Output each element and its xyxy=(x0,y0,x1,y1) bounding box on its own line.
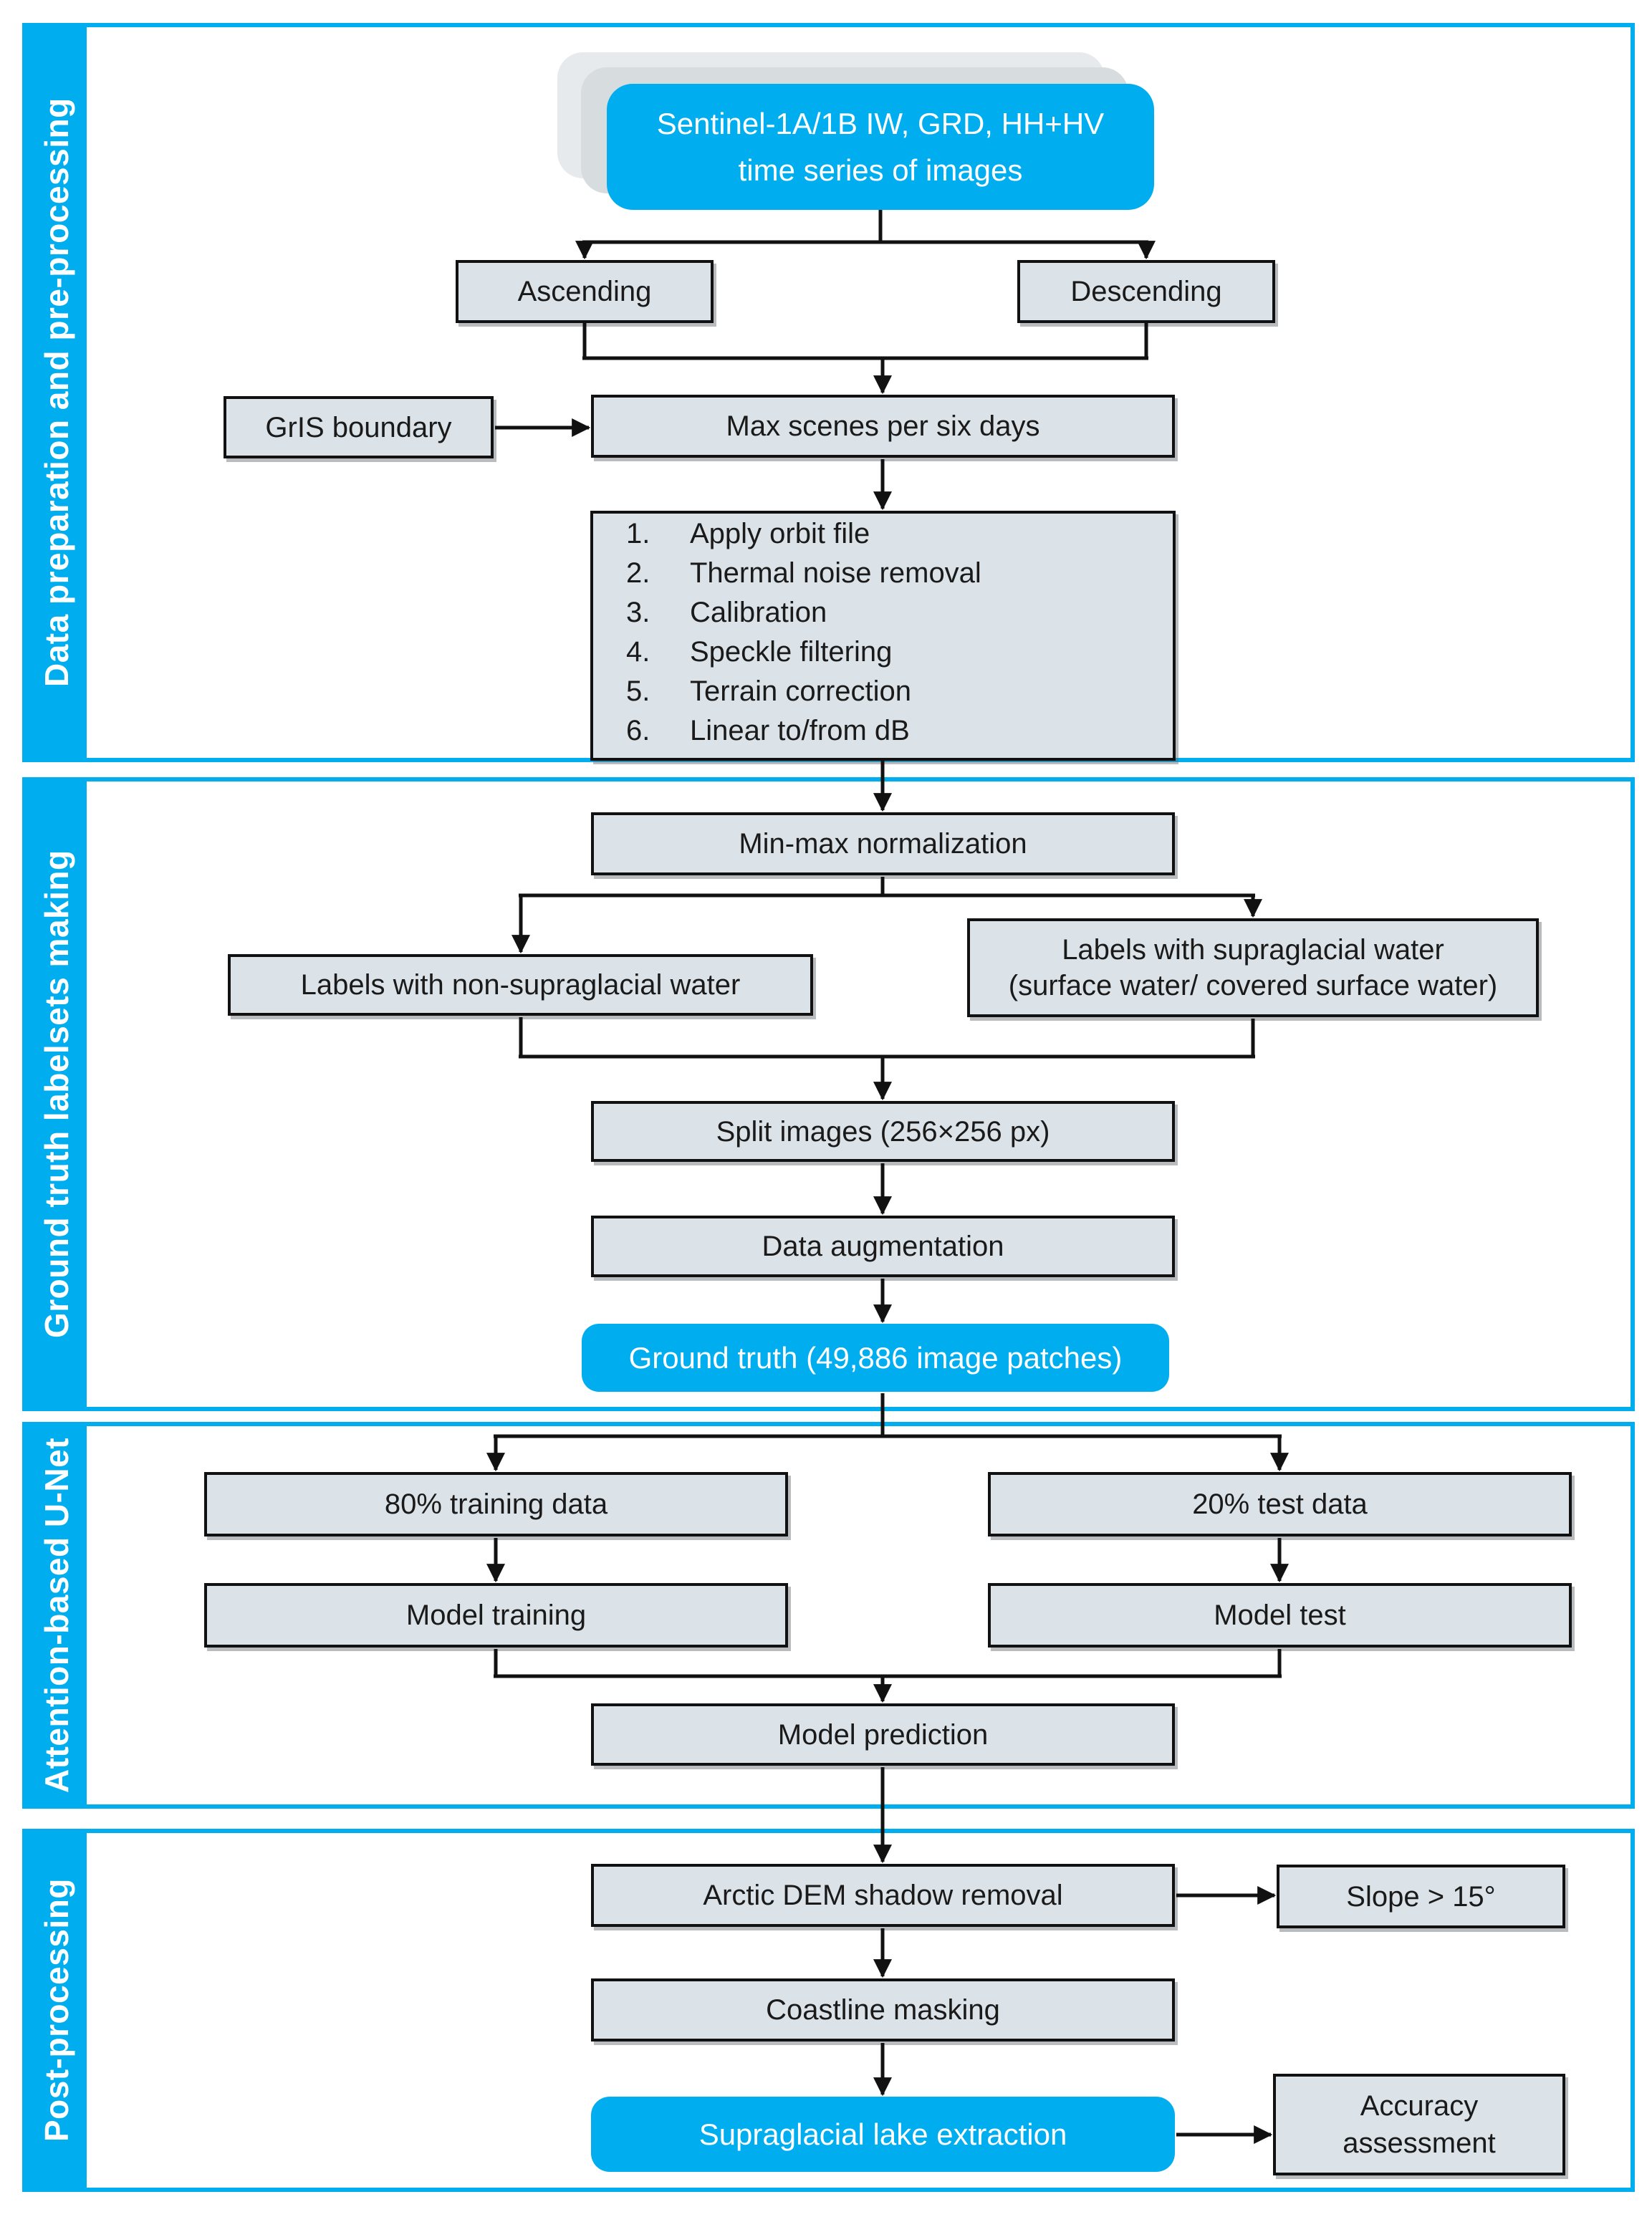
node-model-training: Model training xyxy=(204,1583,788,1648)
node-max-scenes: Max scenes per six days xyxy=(591,395,1175,458)
section-label-post-processing: Post-processing xyxy=(38,1878,75,2143)
section-label-unet: Attention-based U-Net xyxy=(38,1437,75,1794)
section-ground-truth: Ground truth labelsets making xyxy=(22,777,1635,1411)
accuracy-line1: Accuracy xyxy=(1360,2090,1479,2122)
step-text: Speckle filtering xyxy=(690,635,893,668)
labels-supraglacial-line1: Labels with supraglacial water xyxy=(1062,934,1444,966)
accuracy-line2: assessment xyxy=(1343,2127,1496,2159)
step-text: Calibration xyxy=(690,596,827,628)
labels-supraglacial-line2: (surface water/ covered surface water) xyxy=(1008,970,1498,1001)
step-text: Thermal noise removal xyxy=(690,557,981,589)
preprocess-step: 2. Thermal noise removal xyxy=(593,557,1173,597)
node-split-images: Split images (256×256 px) xyxy=(591,1101,1175,1162)
node-test-data: 20% test data xyxy=(988,1472,1572,1536)
node-gris-boundary: GrIS boundary xyxy=(224,396,494,458)
section-sidebar-bar xyxy=(27,782,87,1407)
node-minmax-normalization: Min-max normalization xyxy=(591,812,1175,875)
sentinel-line2: time series of images xyxy=(738,153,1023,187)
step-number: 2. xyxy=(626,557,650,589)
node-lake-extraction: Supraglacial lake extraction xyxy=(591,2097,1175,2172)
node-ground-truth: Ground truth (49,886 image patches) xyxy=(582,1324,1169,1392)
preprocess-step: 3. Calibration xyxy=(593,597,1173,636)
section-sidebar-bar xyxy=(27,1833,87,2188)
node-slope-threshold: Slope > 15° xyxy=(1277,1865,1565,1928)
node-training-data: 80% training data xyxy=(204,1472,788,1536)
step-text: Linear to/from dB xyxy=(690,714,910,746)
preprocess-step: 4. Speckle filtering xyxy=(593,636,1173,675)
node-data-augmentation: Data augmentation xyxy=(591,1216,1175,1277)
sentinel-line1: Sentinel-1A/1B IW, GRD, HH+HV xyxy=(656,106,1105,140)
section-label-data-preparation: Data preparation and pre-processing xyxy=(38,97,75,688)
node-labels-non-supraglacial: Labels with non-supraglacial water xyxy=(228,954,813,1016)
node-sentinel-input: Sentinel-1A/1B IW, GRD, HH+HV time serie… xyxy=(607,84,1154,210)
node-preprocessing-steps: 1. Apply orbit file 2. Thermal noise remov… xyxy=(590,511,1176,761)
node-model-prediction: Model prediction xyxy=(591,1703,1175,1766)
step-text: Apply orbit file xyxy=(690,517,870,549)
step-number: 1. xyxy=(626,517,650,549)
node-descending: Descending xyxy=(1017,260,1275,323)
preprocess-step: 1. Apply orbit file xyxy=(593,518,1173,557)
section-sidebar-bar xyxy=(27,27,87,758)
node-ascending: Ascending xyxy=(456,260,714,323)
preprocess-step: 6. Linear to/from dB xyxy=(593,715,1173,754)
step-number: 5. xyxy=(626,675,650,707)
section-sidebar-bar xyxy=(27,1426,87,1804)
step-number: 6. xyxy=(626,714,650,746)
preprocess-step: 5. Terrain correction xyxy=(593,675,1173,715)
node-model-test: Model test xyxy=(988,1583,1572,1648)
step-text: Terrain correction xyxy=(690,675,912,707)
section-label-ground-truth: Ground truth labelsets making xyxy=(38,850,75,1339)
node-coastline-masking: Coastline masking xyxy=(591,1978,1175,2042)
step-number: 3. xyxy=(626,596,650,628)
node-labels-supraglacial: Labels with supraglacial water (surface … xyxy=(967,918,1539,1017)
node-accuracy-assessment: Accuracy assessment xyxy=(1273,2074,1565,2175)
step-number: 4. xyxy=(626,635,650,668)
node-arctic-dem-shadow-removal: Arctic DEM shadow removal xyxy=(591,1864,1175,1927)
